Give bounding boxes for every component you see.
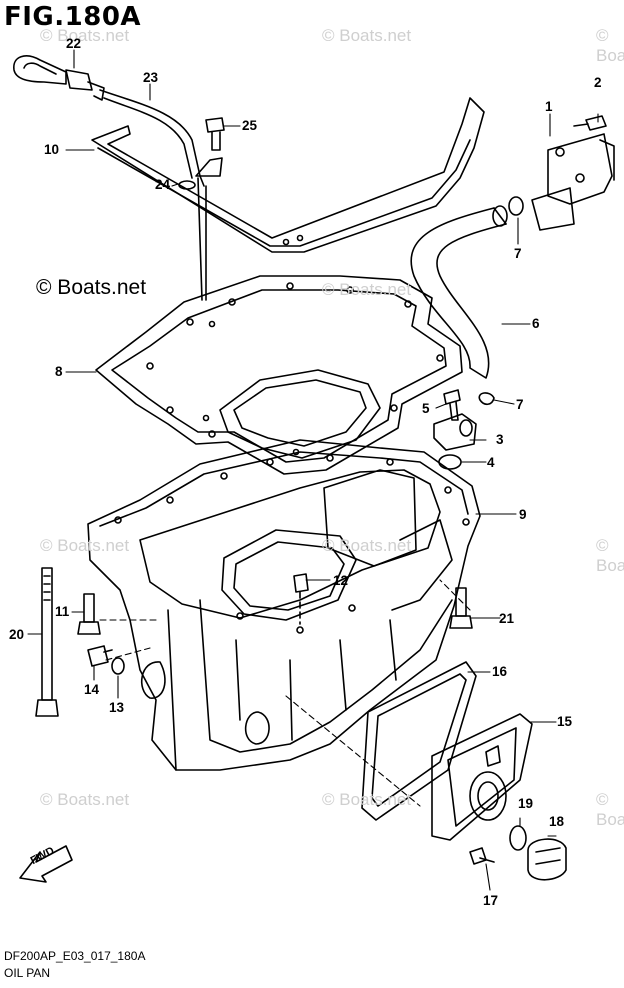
bolt-11 [77, 593, 101, 635]
callout-22: 22 [66, 36, 82, 51]
bolt-25 [205, 117, 225, 151]
watermark: © Boats.net [40, 790, 130, 809]
callout-17: 17 [483, 893, 499, 908]
housing-1 [531, 133, 615, 231]
drain-plug-14 [87, 645, 113, 667]
dipstick-guide-tube [99, 89, 223, 301]
o-ring-19 [509, 825, 527, 851]
callout-8: 8 [55, 364, 63, 379]
callout-16: 16 [492, 664, 508, 679]
callout-25: 25 [242, 118, 258, 133]
callout-15: 15 [557, 714, 573, 729]
dipstick-handle [13, 55, 105, 101]
callout-9: 9 [519, 507, 527, 522]
bolt-20 [35, 567, 59, 717]
bolt-21 [449, 587, 473, 629]
plug-18 [527, 838, 567, 881]
gasket-16 [361, 661, 477, 821]
callout-12: 12 [333, 573, 349, 588]
fwd-arrow [19, 845, 73, 883]
gasket-10 [91, 97, 485, 253]
o-ring-4 [438, 454, 462, 470]
callout-6: 6 [532, 316, 540, 331]
callout-2: 2 [594, 75, 602, 90]
callout-7-lower: 7 [516, 397, 524, 412]
watermark: © Boats.net [40, 536, 130, 555]
watermark: © Boats.net [322, 280, 412, 299]
callout-21: 21 [499, 611, 515, 626]
watermark: © Boats.net [322, 26, 412, 45]
cover-15 [431, 713, 533, 841]
oil-pan-9 [87, 439, 481, 771]
o-ring-24 [178, 180, 196, 190]
callout-19: 19 [518, 796, 534, 811]
hose-6 [410, 205, 508, 379]
figure-title: FIG.180A [4, 2, 142, 32]
callout-7-upper: 7 [514, 246, 522, 261]
watermark: © Boats.net [596, 536, 624, 575]
callout-5: 5 [422, 401, 430, 416]
callout-11: 11 [55, 604, 70, 619]
callout-20: 20 [9, 627, 25, 642]
callout-13: 13 [109, 700, 125, 715]
callout-10: 10 [44, 142, 60, 157]
callout-14: 14 [84, 682, 100, 697]
callout-24: 24 [155, 177, 171, 192]
washer-7-upper [508, 196, 524, 216]
diagram-name: OIL PAN [4, 966, 51, 980]
callout-4: 4 [487, 455, 495, 470]
callout-23: 23 [143, 70, 159, 85]
leader-lines [27, 49, 599, 891]
callout-1: 1 [545, 99, 553, 114]
bolt-17 [469, 847, 495, 865]
copyright-notice: © Boats.net [36, 276, 147, 299]
washer-13 [111, 657, 125, 675]
diagram-code: DF200AP_E03_017_180A [4, 949, 146, 963]
gasket-8 [95, 275, 463, 475]
callout-3: 3 [496, 432, 504, 447]
fitting-group [433, 389, 495, 470]
watermark: © Boats.net [322, 790, 412, 809]
watermark: © Boats.net [40, 26, 130, 45]
callout-18: 18 [549, 814, 565, 829]
bolt-2 [573, 115, 607, 131]
watermark: © Boats.net [322, 536, 412, 555]
watermark: © Boats.net [596, 26, 624, 65]
watermark: © Boats.net [596, 790, 624, 829]
